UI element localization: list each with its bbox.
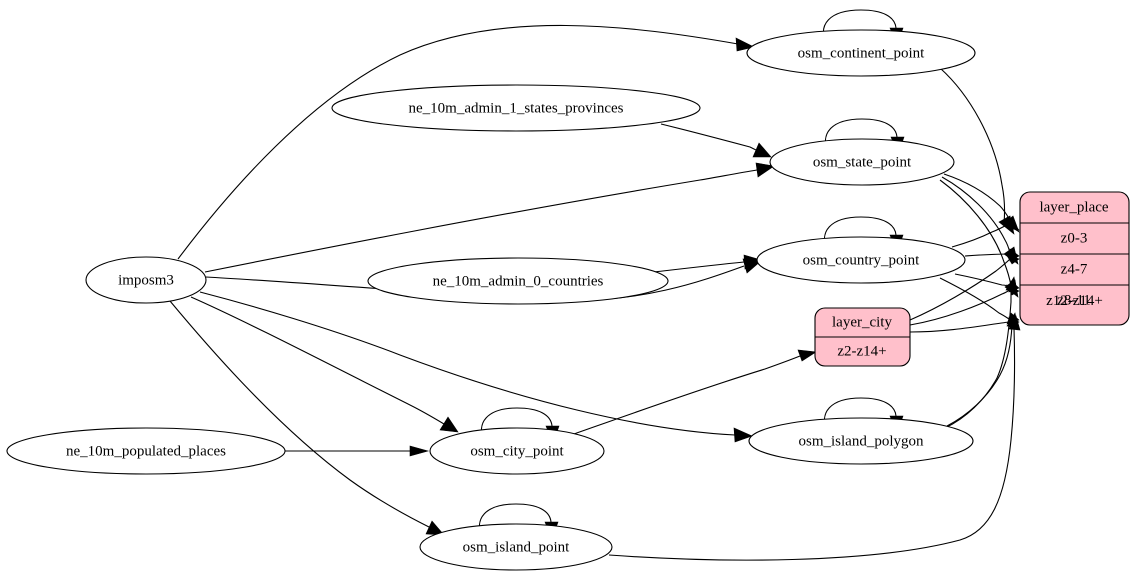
node-osm_island_polygon[interactable]: osm_island_polygon xyxy=(748,417,974,465)
edge-osm_city_point-to-layer_city-z2-z14 xyxy=(573,349,817,435)
node-osm_continent_point[interactable]: osm_continent_point xyxy=(746,29,976,77)
edge-imposm3-to-osm_island_point xyxy=(169,300,445,536)
edge-layer_city-to-layer_place-z4-7 xyxy=(909,253,1020,321)
node-ne_10m_admin_1_states_provinces[interactable]: ne_10m_admin_1_states_provinces xyxy=(331,84,701,132)
edge-imposm3-to-osm_continent_point xyxy=(177,24,755,260)
node-layer: imposm3 ne_10m_admin_1_states_provinces … xyxy=(6,29,976,571)
node-ne_10m_admin_0_countries[interactable]: ne_10m_admin_0_countries xyxy=(367,257,669,305)
edge-osm_country_point-to-layer_place-z0-3 xyxy=(951,216,1020,248)
edge-imposm3-to-osm_state_point xyxy=(204,162,775,273)
node-imposm3[interactable]: imposm3 xyxy=(85,256,207,304)
edge-ne_10m_admin_1_states_provinces-to-osm_state_point xyxy=(660,123,772,158)
edge-imposm3-to-osm_city_point xyxy=(190,296,459,433)
node-osm_state_point[interactable]: osm_state_point xyxy=(769,138,955,186)
edge-imposm3-to-osm_island_polygon xyxy=(199,291,753,443)
edge-layer_city-to-layer_place-z8-11 xyxy=(909,284,1020,326)
record-node-layer_city[interactable]: layer_city z2-z14+ xyxy=(814,307,911,367)
node-osm_city_point[interactable]: osm_city_point xyxy=(429,427,605,475)
node-osm_country_point[interactable]: osm_country_point xyxy=(756,236,966,284)
edge-osm_island_polygon-to-layer_place-z12-z14 xyxy=(946,312,1019,427)
node-ne_10m_populated_places[interactable]: ne_10m_populated_places xyxy=(6,427,286,475)
node-osm_island_point[interactable]: osm_island_point xyxy=(419,523,613,571)
edge-ne_10m_admin_0_countries-to-osm_country_point xyxy=(653,254,762,273)
record-node-layer_place[interactable]: layer_place z0-3 z4-7 z8-11 xyxy=(1019,191,1130,326)
edge-osm_island_polygon-to-layer_place-z8-11 xyxy=(944,276,1018,429)
edge-layer_city-to-layer_place-z12-z14 xyxy=(909,316,1020,333)
edge-osm_state_point-to-layer_place-z0-3 xyxy=(943,173,1020,233)
edge-ne_10m_populated_places-to-osm_city_point xyxy=(285,445,430,457)
